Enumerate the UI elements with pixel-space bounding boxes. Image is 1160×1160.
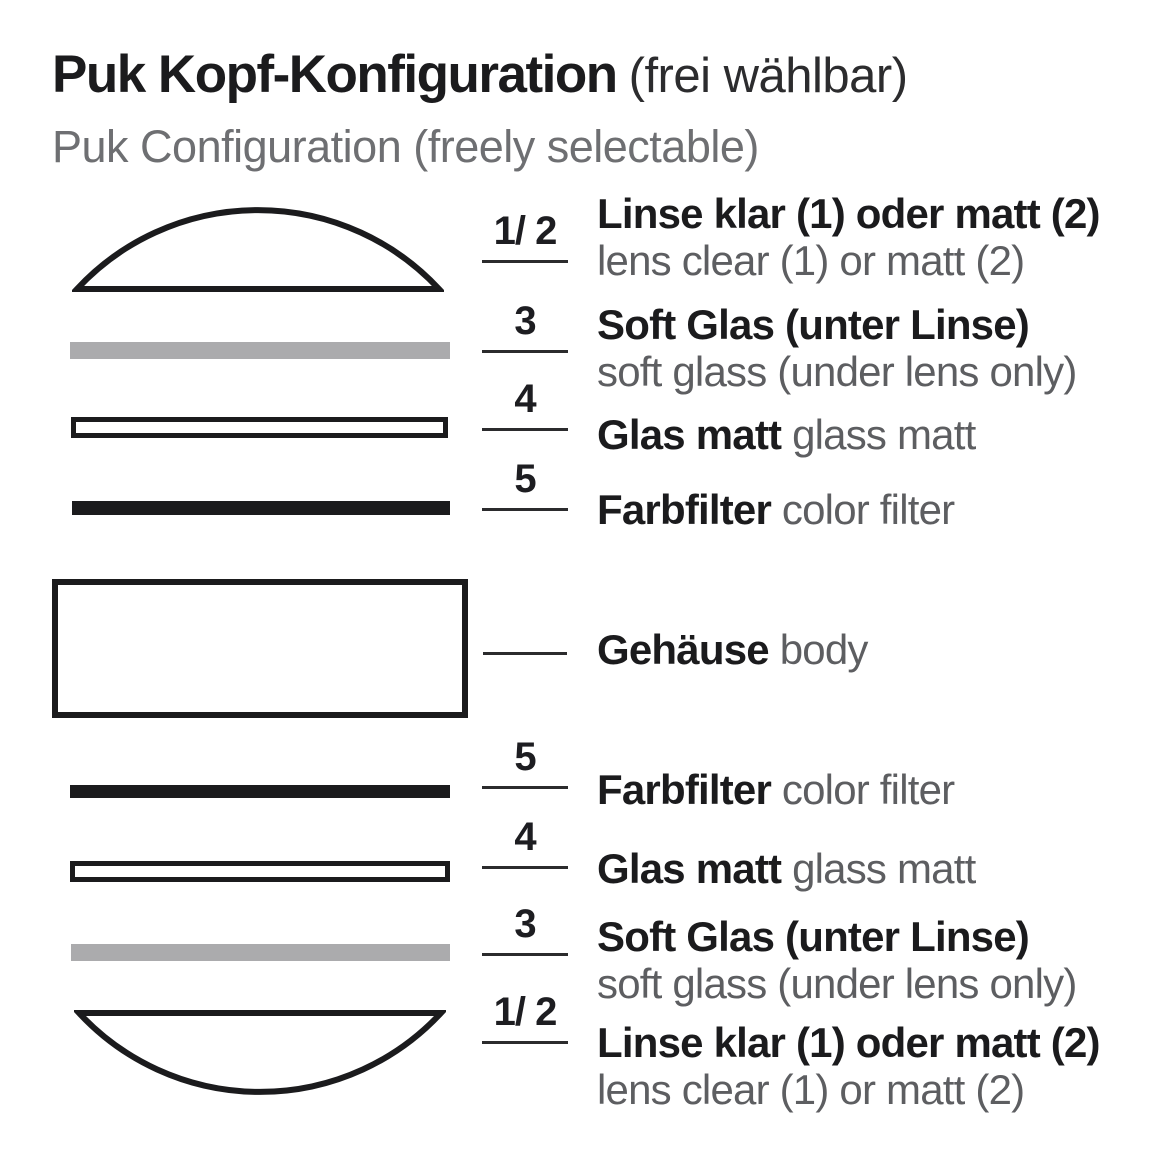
label-lens-bottom-de: Linse klar (1) oder matt (2) [597, 1019, 1101, 1066]
callout-num-color-filter-bottom: 5 [482, 737, 568, 789]
callout-num-glass-matt-bottom: 4 [482, 817, 568, 869]
soft-glass-top-shape [70, 342, 450, 359]
label-glass-matt-bottom-de: Glas matt [597, 845, 782, 892]
label-glass-matt-top-en: glass matt [792, 411, 976, 458]
page-title-suffix: (frei wählbar) [628, 49, 908, 103]
body-leader-line [483, 652, 567, 655]
label-color-filter-top-en: color filter [781, 486, 955, 533]
label-lens-bottom: Linse klar (1) oder matt (2) lens clear … [597, 1019, 1101, 1113]
color-filter-bottom-shape [70, 785, 450, 798]
label-body-en: body [779, 626, 869, 673]
label-glass-matt-bottom: Glas matt glass matt [597, 845, 976, 892]
label-lens-top: Linse klar (1) oder matt (2) lens clear … [597, 190, 1101, 284]
label-lens-top-en: lens clear (1) or matt (2) [597, 237, 1025, 284]
page-subtitle: Puk Configuration (freely selectable) [52, 121, 759, 172]
label-color-filter-top-de: Farbfilter [597, 486, 772, 533]
soft-glass-bottom-shape [71, 944, 450, 961]
page-title: Puk Kopf-Konfiguration(frei wählbar) [52, 44, 908, 105]
page-title-de: Puk Kopf-Konfiguration [52, 45, 618, 104]
label-color-filter-bottom: Farbfilter color filter [597, 766, 955, 813]
callout-num-soft-glass-bottom: 3 [482, 904, 568, 956]
label-glass-matt-bottom-en: glass matt [792, 845, 976, 892]
callout-num-glass-matt-top: 4 [482, 379, 568, 431]
body-shape [52, 579, 468, 718]
label-soft-glass-bottom-de: Soft Glas (unter Linse) [597, 913, 1030, 960]
callout-num-soft-glass-top: 3 [482, 301, 568, 353]
label-glass-matt-top: Glas matt glass matt [597, 411, 976, 458]
label-soft-glass-top-de: Soft Glas (unter Linse) [597, 301, 1030, 348]
label-lens-top-de: Linse klar (1) oder matt (2) [597, 190, 1101, 237]
callout-num-lens-bottom: 1/ 2 [482, 992, 568, 1044]
glass-matt-bottom-shape [70, 861, 450, 882]
label-body: Gehäuse body [597, 626, 868, 673]
label-glass-matt-top-de: Glas matt [597, 411, 782, 458]
lens-top-shape [72, 207, 444, 292]
label-soft-glass-top-en: soft glass (under lens only) [597, 348, 1077, 395]
label-color-filter-bottom-de: Farbfilter [597, 766, 772, 813]
callout-num-color-filter-top: 5 [482, 459, 568, 511]
label-color-filter-bottom-en: color filter [781, 766, 955, 813]
color-filter-top-shape [72, 501, 450, 515]
label-color-filter-top: Farbfilter color filter [597, 486, 955, 533]
label-soft-glass-top: Soft Glas (unter Linse) soft glass (unde… [597, 301, 1077, 395]
callout-num-lens-top: 1/ 2 [482, 211, 568, 263]
label-body-de: Gehäuse [597, 626, 770, 673]
label-lens-bottom-en: lens clear (1) or matt (2) [597, 1066, 1025, 1113]
label-soft-glass-bottom: Soft Glas (unter Linse) soft glass (unde… [597, 913, 1077, 1007]
label-soft-glass-bottom-en: soft glass (under lens only) [597, 960, 1077, 1007]
glass-matt-top-shape [71, 417, 448, 438]
lens-bottom-shape [74, 1010, 446, 1095]
